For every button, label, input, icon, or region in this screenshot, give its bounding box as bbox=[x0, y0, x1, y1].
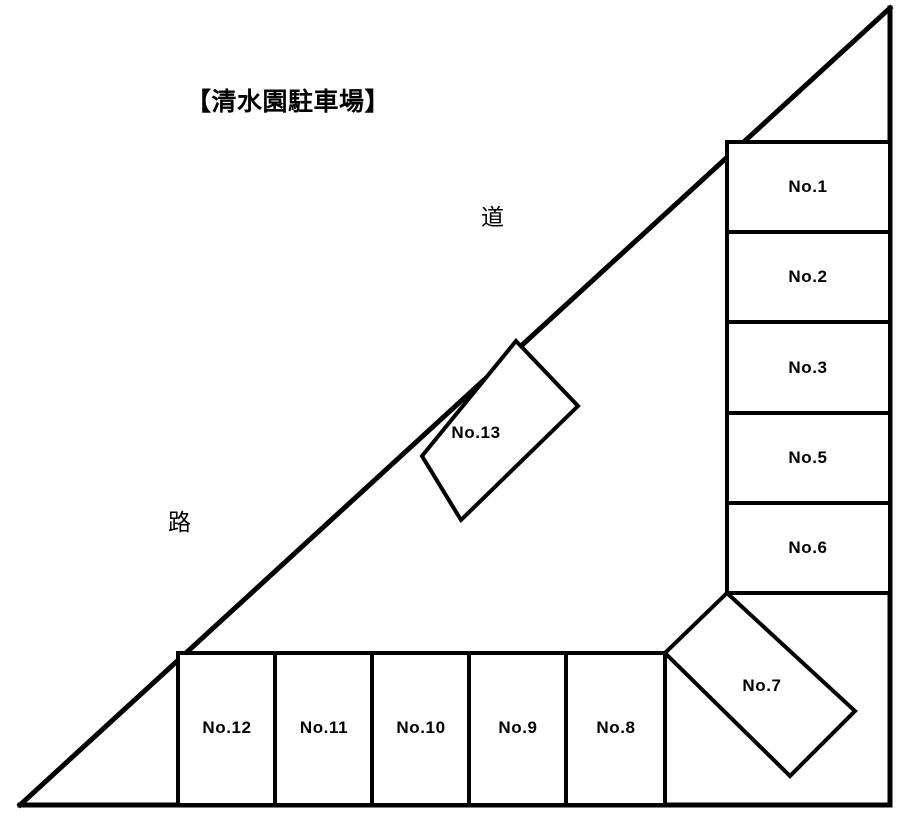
parking-stall-no-6[interactable] bbox=[725, 501, 892, 595]
stall-label-no-11: No.11 bbox=[299, 718, 349, 737]
parking-stall-no-7[interactable] bbox=[662, 590, 858, 779]
stall-label-no-2: No.2 bbox=[788, 267, 828, 286]
parking-stalls bbox=[176, 140, 892, 807]
stall-label-no-13: No.13 bbox=[451, 423, 501, 442]
page-title: 【清水園駐車場】 bbox=[186, 87, 391, 116]
stall-label-no-7: No.7 bbox=[742, 676, 782, 695]
stall-label-no-9: No.9 bbox=[498, 718, 538, 737]
stall-label-no-10: No.10 bbox=[396, 718, 446, 737]
stall-label-no-3: No.3 bbox=[788, 358, 828, 377]
stall-label-no-1: No.1 bbox=[788, 177, 828, 196]
parking-stall-no-13[interactable] bbox=[419, 337, 581, 524]
road-label-top: 道 bbox=[481, 205, 504, 231]
road-label-left: 路 bbox=[168, 510, 191, 536]
stall-label-no-12: No.12 bbox=[202, 718, 252, 737]
parking-stall-no-12[interactable] bbox=[176, 651, 277, 807]
stall-label-no-6: No.6 bbox=[788, 538, 828, 557]
stall-label-no-8: No.8 bbox=[596, 718, 636, 737]
stall-label-no-5: No.5 bbox=[788, 448, 828, 467]
